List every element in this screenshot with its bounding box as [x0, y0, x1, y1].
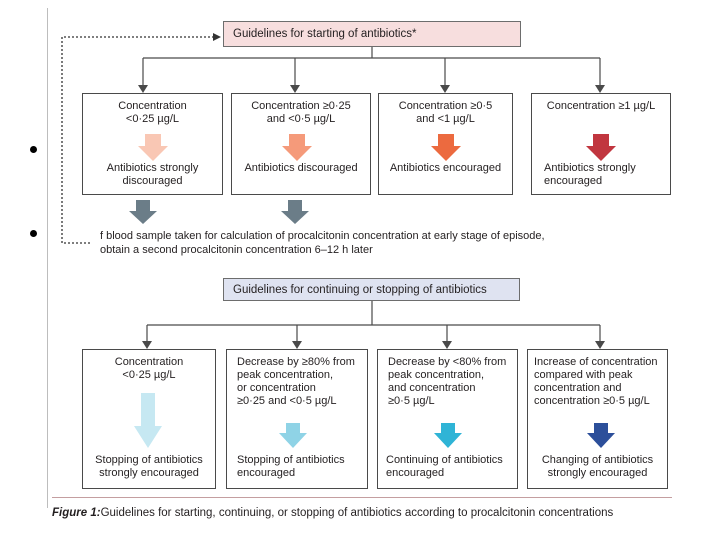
cont-box-1-recommendation: Stopping of antibiotics strongly encoura…: [95, 454, 203, 479]
cont-box-3-criteria: Decrease by <80% from peak concentration…: [388, 356, 507, 407]
start-box-1: Concentration <0·25 µg/L Antibiotics str…: [82, 93, 223, 195]
start-box-1-recommendation: Antibiotics strongly discouraged: [106, 162, 199, 187]
slide-margin-line: [47, 8, 48, 508]
continuing-header-text: Guidelines for continuing or stopping of…: [233, 283, 487, 296]
bullet-point: [30, 230, 37, 237]
start-box-2-criteria: Concentration ≥0·25 and <0·5 µg/L: [251, 100, 351, 125]
start-box-2-recommendation: Antibiotics discouraged: [244, 162, 358, 174]
arrow-icon: [586, 134, 616, 161]
arrow-icon: [138, 134, 168, 161]
arrow-icon: [282, 134, 312, 161]
cont-box-2-criteria: Decrease by ≥80% from peak concentration…: [237, 356, 355, 407]
cont-box-1: Concentration <0·25 µg/L Stopping of ant…: [82, 349, 216, 489]
arrow-icon: [587, 423, 615, 448]
arrow-icon: [434, 423, 462, 448]
bullet-point: [30, 146, 37, 153]
cont-box-2: Decrease by ≥80% from peak concentration…: [226, 349, 368, 489]
cont-box-4-recommendation: Changing of antibiotics strongly encoura…: [541, 454, 654, 479]
cont-box-4-criteria: Increase of concentration compared with …: [534, 356, 658, 407]
starting-guidelines-header: Guidelines for starting of antibiotics*: [223, 21, 521, 47]
start-box-3: Concentration ≥0·5 and <1 µg/L Antibioti…: [378, 93, 513, 195]
cont-box-3: Decrease by <80% from peak concentration…: [377, 349, 518, 489]
arrow-icon: [431, 134, 461, 161]
figure-caption: Figure 1:Guidelines for starting, contin…: [52, 506, 652, 520]
start-box-4-recommendation: Antibiotics strongly encouraged: [544, 162, 636, 187]
arrow-icon: [279, 423, 307, 448]
continuing-guidelines-header: Guidelines for continuing or stopping of…: [223, 278, 520, 301]
start-box-3-recommendation: Antibiotics encouraged: [389, 162, 502, 174]
sampling-note: f blood sample taken for calculation of …: [100, 230, 545, 256]
starting-header-text: Guidelines for starting of antibiotics*: [233, 28, 417, 40]
cont-box-4: Increase of concentration compared with …: [527, 349, 668, 489]
cont-box-2-recommendation: Stopping of antibiotics encouraged: [237, 454, 345, 479]
caption-text: Guidelines for starting, continuing, or …: [100, 507, 614, 519]
caption-label: Figure 1:: [52, 507, 101, 519]
start-box-1-criteria: Concentration <0·25 µg/L: [118, 100, 187, 125]
cont-box-1-criteria: Concentration <0·25 µg/L: [114, 356, 184, 381]
start-box-4: Concentration ≥1 µg/L Antibiotics strong…: [531, 93, 671, 195]
cont-box-3-recommendation: Continuing of antibiotics encouraged: [386, 454, 503, 479]
start-box-4-criteria: Concentration ≥1 µg/L: [546, 100, 656, 112]
start-box-3-criteria: Concentration ≥0·5 and <1 µg/L: [398, 100, 493, 125]
start-box-2: Concentration ≥0·25 and <0·5 µg/L Antibi…: [231, 93, 371, 195]
caption-rule: [52, 497, 672, 498]
arrow-icon: [134, 393, 162, 448]
